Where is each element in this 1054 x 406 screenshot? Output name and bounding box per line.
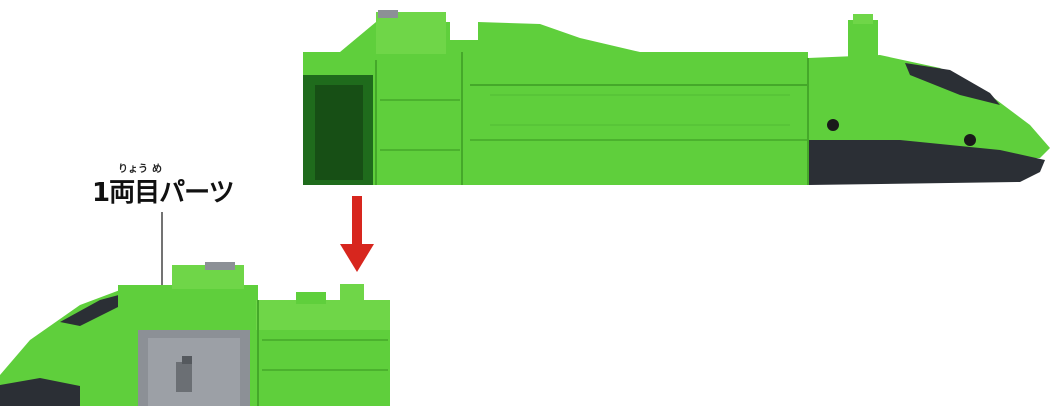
train-assembled xyxy=(303,10,1050,185)
train-undercarriage xyxy=(808,140,1045,185)
train-headlight xyxy=(827,119,839,131)
train-roof-detail xyxy=(340,22,808,58)
front-part-rear-top xyxy=(256,300,390,330)
train-windshield xyxy=(905,63,1000,105)
ruby-ryou: りょう xyxy=(118,164,148,175)
train-car-body xyxy=(303,52,808,185)
train-roof-cap xyxy=(378,10,398,18)
train-nose-body xyxy=(808,55,1050,160)
train-roof-block xyxy=(376,12,446,54)
train-open-end-inner xyxy=(315,85,363,180)
front-part-windshield xyxy=(60,292,130,326)
ruby-me: め xyxy=(152,164,162,175)
train-headlight-2 xyxy=(964,134,976,146)
train-front-part xyxy=(0,262,390,406)
part-label: 1両目パーツ xyxy=(92,178,235,208)
front-part-undercarriage xyxy=(0,378,80,406)
arrow-down-icon xyxy=(340,196,374,272)
